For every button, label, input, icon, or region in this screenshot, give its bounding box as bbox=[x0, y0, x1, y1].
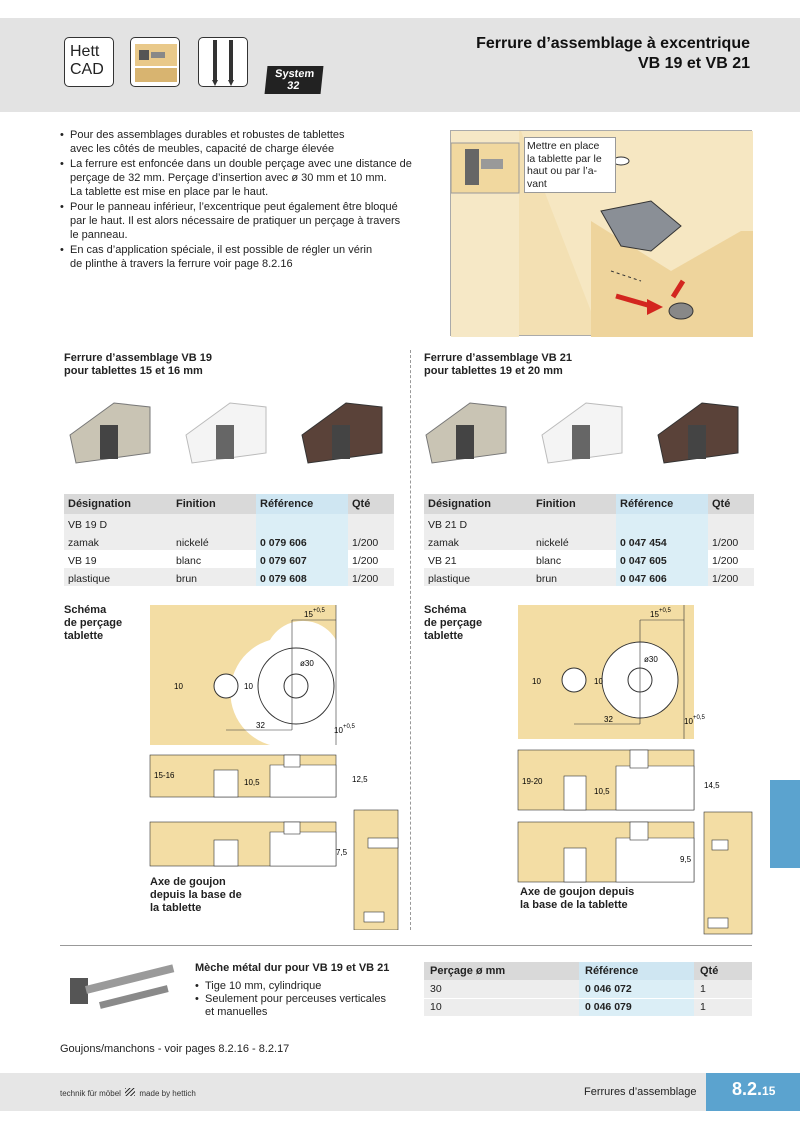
vb21-table: Désignation Finition Référence Qté VB 21… bbox=[424, 494, 754, 586]
svg-text:10: 10 bbox=[174, 682, 183, 691]
feature-item: Pour le panneau inférieur, l’excentrique… bbox=[60, 200, 415, 242]
vb19-white-image bbox=[180, 385, 272, 475]
drill-bit-image bbox=[60, 958, 185, 1028]
vb19-table: Désignation Finition Référence Qté VB 19… bbox=[64, 494, 394, 586]
footer-brand: technik für möbel made by hettich bbox=[60, 1088, 196, 1098]
svg-text:10,5: 10,5 bbox=[244, 778, 260, 787]
svg-text:ø30: ø30 bbox=[644, 655, 658, 664]
hettich-stripes-icon bbox=[125, 1088, 136, 1096]
vb21-brown-image bbox=[652, 385, 744, 475]
vb19-nickel-image bbox=[64, 385, 156, 475]
svg-text:+0,5: +0,5 bbox=[313, 608, 326, 614]
svg-text:10: 10 bbox=[244, 682, 253, 691]
column-divider bbox=[410, 350, 411, 930]
table-row: VB 21 D bbox=[424, 514, 754, 532]
svg-text:15: 15 bbox=[650, 610, 659, 619]
drilling-diagram-right: 15 +0,5 ø30 10 10 32 10 +0,5 19-20 10,5 … bbox=[517, 605, 753, 935]
svg-text:32: 32 bbox=[604, 715, 613, 724]
svg-text:10,5: 10,5 bbox=[594, 787, 610, 796]
section-tab bbox=[770, 780, 800, 868]
drilling-diagram-left: 15 +0,5 ø30 10 10 32 10 +0,5 15-16 10,5 … bbox=[149, 605, 399, 930]
feature-list: Pour des assemblages durables et robuste… bbox=[60, 128, 415, 272]
schema-label-left: Schéma de perçage tablette bbox=[64, 604, 123, 642]
schema-label-right: Schéma de perçage tablette bbox=[424, 604, 483, 642]
feature-item: La ferrure est enfoncée dans un double p… bbox=[60, 157, 415, 199]
svg-text:+0,5: +0,5 bbox=[343, 724, 356, 730]
svg-text:15: 15 bbox=[304, 610, 313, 619]
system-32-logo: System 32 bbox=[264, 66, 324, 94]
bit-feature-item: Tige 10 mm, cylindrique bbox=[195, 980, 386, 993]
bit-title: Mèche métal dur pour VB 19 et VB 21 bbox=[195, 962, 390, 974]
svg-text:ø30: ø30 bbox=[300, 659, 314, 668]
svg-text:7,5: 7,5 bbox=[336, 848, 348, 857]
vb21-title: Ferrure d’assemblage VB 21 pour tablette… bbox=[424, 352, 572, 377]
svg-text:10: 10 bbox=[334, 726, 343, 735]
bit-feature-item: Seulement pour perceuses verticales et m… bbox=[195, 993, 386, 1019]
axe-label-left: Axe de goujon depuis la base de la table… bbox=[150, 876, 242, 914]
svg-text:10: 10 bbox=[594, 677, 603, 686]
illustration-caption: Mettre en place la tablette par le haut … bbox=[524, 137, 616, 193]
svg-text:19-20: 19-20 bbox=[522, 777, 543, 786]
mounting-illustration bbox=[450, 130, 753, 337]
svg-text:9,5: 9,5 bbox=[680, 855, 692, 864]
footer-section-name: Ferrures d’assemblage bbox=[584, 1086, 697, 1098]
shelf-connector-icon bbox=[130, 37, 180, 87]
section-divider bbox=[60, 945, 752, 946]
vb19-title: Ferrure d’assemblage VB 19 pour tablette… bbox=[64, 352, 212, 377]
svg-text:12,5: 12,5 bbox=[352, 775, 368, 784]
hett-cad-logo[interactable]: Hett CAD bbox=[64, 37, 114, 87]
page-title: Ferrure d’assemblage à excentrique VB 19… bbox=[476, 35, 750, 72]
feature-item: En cas d’application spéciale, il est po… bbox=[60, 243, 415, 271]
svg-text:15-16: 15-16 bbox=[154, 771, 175, 780]
goujons-link[interactable]: Goujons/manchons - voir pages 8.2.16 - 8… bbox=[60, 1043, 290, 1055]
page-number: 8.2.15 bbox=[706, 1073, 800, 1111]
svg-text:+0,5: +0,5 bbox=[693, 715, 706, 721]
axe-label-right: Axe de goujon depuis la base de la table… bbox=[520, 886, 635, 911]
screwdriver-icon bbox=[198, 37, 248, 87]
svg-text:+0,5: +0,5 bbox=[659, 608, 672, 614]
vb21-white-image bbox=[536, 385, 628, 475]
vb21-nickel-image bbox=[420, 385, 512, 475]
table-row: VB 19 D bbox=[64, 514, 394, 532]
svg-text:10: 10 bbox=[684, 717, 693, 726]
svg-text:14,5: 14,5 bbox=[704, 781, 720, 790]
svg-text:32: 32 bbox=[256, 721, 265, 730]
bit-features: Tige 10 mm, cylindrique Seulement pour p… bbox=[195, 980, 386, 1019]
feature-item: Pour des assemblages durables et robuste… bbox=[60, 128, 415, 156]
svg-text:10: 10 bbox=[532, 677, 541, 686]
vb19-brown-image bbox=[296, 385, 388, 475]
